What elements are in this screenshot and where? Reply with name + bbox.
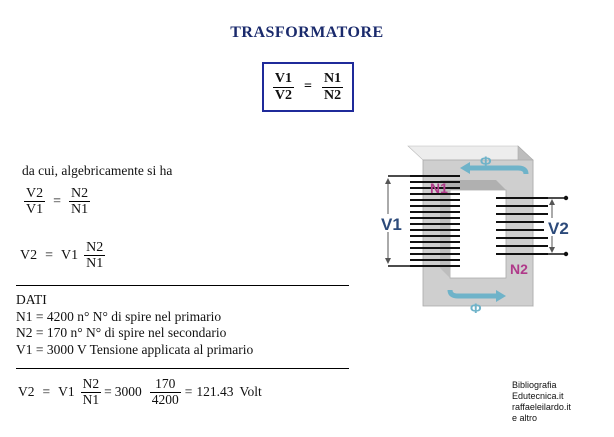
fraction-denominator: V1 bbox=[24, 201, 46, 218]
secondary-winding bbox=[496, 197, 548, 255]
bibliography-line: raffaeleilardo.it bbox=[512, 402, 571, 412]
formula4-factor: V1 bbox=[58, 384, 75, 400]
main-formula-box: V1 V2 = N1 N2 bbox=[262, 62, 354, 112]
fraction-numerator: N2 bbox=[86, 240, 104, 255]
formula3-fraction: N2 N1 bbox=[84, 240, 106, 272]
dati-line-n2: N2 = 170 n° N° di spire nel secondario bbox=[16, 325, 227, 340]
formula3-lhs: V2 bbox=[20, 247, 38, 263]
equals-sign: = bbox=[45, 247, 54, 263]
dati-line-n1: N1 = 4200 n° N° di spire nel primario bbox=[16, 308, 222, 324]
formula2-right-fraction: N2 N1 bbox=[69, 186, 91, 218]
v2-label: V2 bbox=[548, 219, 569, 238]
bibliography: Bibliografia Edutecnica.it raffaeleilard… bbox=[512, 380, 571, 424]
flux-arrow-top bbox=[468, 165, 529, 175]
fraction-denominator: N2 bbox=[321, 86, 344, 103]
arrow-up-icon bbox=[385, 178, 391, 184]
formula-result: V2 = V1 N2 N1 = 3000 170 4200 = 121.43 V… bbox=[18, 376, 262, 408]
divider bbox=[16, 368, 349, 369]
transformer-diagram: V1 V2 N1 N2 Φ Φ bbox=[378, 145, 576, 316]
fraction-denominator: N1 bbox=[69, 201, 91, 218]
core-top-face bbox=[407, 145, 534, 161]
terminal-icon bbox=[563, 251, 569, 257]
n1-label: N1 bbox=[430, 180, 448, 196]
bibliography-line: e altro bbox=[512, 413, 538, 423]
divider bbox=[16, 285, 349, 286]
arrow-up-icon bbox=[549, 199, 555, 205]
formula4-result: 121.43 bbox=[196, 384, 234, 400]
fraction-numerator: V2 bbox=[26, 186, 44, 201]
v1-label: V1 bbox=[381, 215, 402, 234]
formula-v2: V2 = V1 N2 N1 bbox=[20, 240, 106, 272]
fraction-denominator: V2 bbox=[272, 86, 294, 103]
formula4-unit: Volt bbox=[239, 384, 262, 400]
arrow-down-icon bbox=[549, 247, 555, 253]
formula-ratio-inverse: V2 V1 = N2 N1 bbox=[24, 186, 91, 218]
equals-sign: = bbox=[304, 79, 312, 94]
page-title: TRASFORMATORE bbox=[230, 24, 384, 41]
flux-top-label: Φ bbox=[480, 153, 492, 169]
fraction-denominator: 4200 bbox=[149, 391, 181, 407]
terminal-icon bbox=[563, 195, 569, 201]
n2-label: N2 bbox=[510, 261, 528, 277]
formula4-value: 3000 bbox=[114, 384, 142, 400]
formula3-factor: V1 bbox=[61, 247, 79, 263]
equals-sign: = bbox=[184, 384, 193, 400]
equals-sign: = bbox=[42, 384, 51, 400]
flux-arrow-head-icon bbox=[496, 290, 506, 302]
flux-arrow-bottom bbox=[447, 289, 498, 299]
formula4-fraction-numeric: 170 4200 bbox=[149, 376, 181, 408]
dati-line-v1: V1 = 3000 V Tensione applicata al primar… bbox=[16, 341, 254, 357]
v1-label-bg bbox=[378, 214, 404, 232]
dati-block: DATI N1 = 4200 n° N° di spire nel primar… bbox=[16, 292, 253, 358]
main-formula-right-fraction: N1 N2 bbox=[321, 71, 344, 103]
bibliography-line: Bibliografia bbox=[512, 380, 557, 390]
fraction-numerator: N2 bbox=[71, 186, 89, 201]
dati-heading: DATI bbox=[16, 292, 47, 307]
fraction-numerator: 170 bbox=[155, 376, 176, 391]
equals-sign: = bbox=[104, 384, 112, 400]
fraction-denominator: N1 bbox=[84, 255, 106, 272]
flux-bottom-label: Φ bbox=[470, 300, 482, 316]
primary-winding bbox=[410, 175, 460, 267]
formula4-lhs: V2 bbox=[18, 384, 35, 400]
v2-label-bg bbox=[544, 218, 576, 236]
equals-sign: = bbox=[53, 193, 62, 209]
bibliography-line: Edutecnica.it bbox=[512, 391, 564, 401]
fraction-numerator: N2 bbox=[82, 376, 100, 391]
flux-arrow-head-icon bbox=[460, 162, 470, 174]
formula4-fraction: N2 N1 bbox=[80, 376, 102, 408]
fraction-numerator: V1 bbox=[274, 71, 292, 87]
fraction-numerator: N1 bbox=[323, 71, 342, 87]
main-formula-left-fraction: V1 V2 bbox=[272, 71, 294, 103]
fraction-denominator: N1 bbox=[80, 391, 102, 407]
formula2-left-fraction: V2 V1 bbox=[24, 186, 46, 218]
arrow-down-icon bbox=[385, 258, 391, 264]
intro-text: da cui, algebricamente si ha bbox=[22, 163, 173, 178]
